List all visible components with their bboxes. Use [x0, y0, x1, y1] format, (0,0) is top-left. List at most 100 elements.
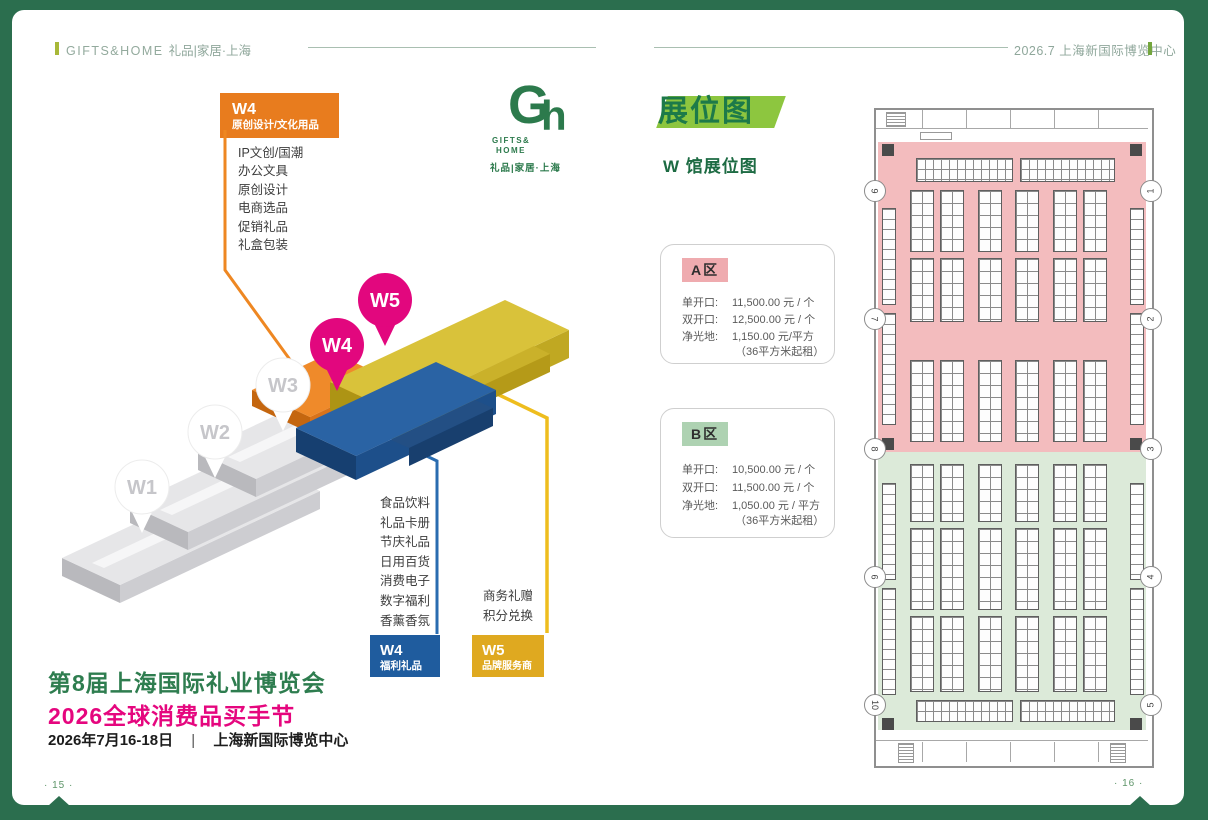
gate-number: 2 — [1145, 316, 1156, 322]
booth-block — [1053, 616, 1077, 692]
logo-caption-cn: 礼品|家居·上海 — [490, 163, 561, 174]
page-number-left: · 15 · — [44, 780, 74, 791]
stairs — [898, 743, 914, 763]
w4-welfare-item-list: 食品饮料 礼品卡册 节庆礼品 日用百货 消费电子 数字福利 香薰香氛 — [380, 494, 430, 631]
booth-block — [910, 616, 934, 692]
hall-code: W4 — [232, 101, 256, 118]
booth-block — [1015, 528, 1039, 610]
header-rule-left — [308, 47, 596, 48]
list-item: 消费电子 — [380, 574, 431, 589]
booth-strip — [916, 700, 1013, 722]
gate-right-1: 1 — [1140, 180, 1162, 202]
gate-left-4: 6 — [864, 566, 886, 588]
booth-strip — [916, 158, 1013, 182]
booth-block — [978, 190, 1002, 252]
price-value: 11,500.00 元 / 个 — [732, 482, 815, 494]
price-key: 双开口: — [682, 314, 719, 326]
wall-line — [1098, 742, 1099, 762]
gate-left-3: 8 — [864, 438, 886, 460]
booth-block — [940, 528, 964, 610]
zone-a-info-box: A区 单开口:11,500.00 元 / 个 双开口:12,500.00 元 /… — [660, 244, 835, 364]
gate-number: 3 — [1145, 446, 1156, 452]
service-counter — [920, 132, 952, 140]
booth-block — [1053, 528, 1077, 610]
side-booth-strip — [1130, 483, 1144, 580]
list-item: 食品饮料 — [380, 496, 431, 510]
gate-number: 4 — [1145, 574, 1156, 580]
section-title: 展位图 — [658, 95, 754, 128]
expo-title-line1: 第8届上海国际礼业博览会 — [48, 670, 326, 696]
gate-left-1: 9 — [864, 180, 886, 202]
list-item: IP文创/国潮 — [238, 146, 304, 160]
booth-block — [910, 528, 934, 610]
list-item: 礼品卡册 — [380, 515, 431, 530]
wall-line — [966, 110, 967, 128]
pillar — [882, 718, 894, 730]
hall-category: 原创设计/文化用品 — [232, 119, 319, 131]
booth-block — [1015, 616, 1039, 692]
price-key: 双开口: — [682, 482, 719, 494]
booth-block — [940, 258, 964, 322]
gate-number: 5 — [1145, 702, 1156, 708]
logo-monogram-h: h — [541, 92, 567, 139]
stairs — [1110, 743, 1126, 763]
booth-block — [1053, 190, 1077, 252]
price-note: （36平方米起租） — [735, 346, 825, 358]
expo-title-line2: 2026全球消费品买手节 — [48, 703, 296, 729]
hall-w4-welfare-box: W4 福利礼品 — [370, 635, 440, 677]
price-key: 单开口: — [682, 464, 719, 476]
booth-block — [1053, 258, 1077, 322]
hall-category: 福利礼品 — [380, 660, 422, 672]
wall-line — [1010, 742, 1011, 762]
booth-block — [1053, 464, 1077, 522]
hall-code: W5 — [482, 642, 505, 659]
hall-category: 品牌服务商 — [482, 661, 532, 672]
separator: | — [191, 732, 196, 749]
price-value: 11,500.00 元 / 个 — [732, 297, 815, 309]
floorplan-subtitle: W 馆展位图 — [663, 157, 758, 176]
wall-line — [1098, 110, 1099, 128]
booth-block — [1015, 360, 1039, 442]
booth-strip — [1020, 158, 1115, 182]
side-booth-strip — [882, 483, 896, 580]
gate-right-5: 5 — [1140, 694, 1162, 716]
booth-block — [1083, 190, 1107, 252]
side-booth-strip — [882, 208, 896, 305]
wall-line — [876, 740, 1148, 741]
booth-block — [1083, 464, 1107, 522]
brand-text: GIFTS&HOME — [66, 44, 164, 58]
booth-block — [978, 360, 1002, 442]
gate-left-5: 10 — [864, 694, 886, 716]
booth-strip — [1020, 700, 1115, 722]
wall-line — [922, 742, 923, 762]
price-value: 10,500.00 元 / 个 — [732, 464, 816, 476]
booth-block — [1083, 258, 1107, 322]
price-value: 1,150.00 元/平方 — [732, 331, 814, 343]
zone-b-label: B区 — [682, 422, 729, 446]
booth-block — [910, 464, 934, 522]
gate-number: 6 — [869, 574, 880, 580]
pillar — [1130, 438, 1142, 450]
w4-design-item-list: IP文创/国潮 办公文具 原创设计 电商选品 促销礼品 礼盒包装 — [238, 144, 303, 254]
price-key: 净光地: — [682, 331, 719, 343]
booth-block — [910, 258, 934, 322]
wall-line — [1054, 110, 1055, 128]
price-key: 净光地: — [682, 500, 719, 512]
booth-block — [940, 360, 964, 442]
list-item: 原创设计 — [238, 182, 289, 197]
booth-block — [1015, 190, 1039, 252]
gate-number: 1 — [1145, 188, 1156, 194]
header-accent-bar-right — [1148, 42, 1152, 55]
booth-block — [940, 190, 964, 252]
gate-right-2: 2 — [1140, 308, 1162, 330]
gate-left-2: 7 — [864, 308, 886, 330]
booth-block — [978, 464, 1002, 522]
gate-number: 10 — [869, 699, 880, 711]
zone-b-info-box: B区 单开口: 10,500.00 元 / 个 双开口: 11,500.00 元 /… — [660, 408, 835, 538]
pillar — [1130, 144, 1142, 156]
gate-number: 8 — [869, 446, 880, 452]
list-item: 电商选品 — [238, 201, 289, 216]
hall-w5-brand-box: W5 品牌服务商 — [472, 635, 544, 677]
zone-a-label: A区 — [682, 258, 729, 282]
pillar — [1130, 718, 1142, 730]
